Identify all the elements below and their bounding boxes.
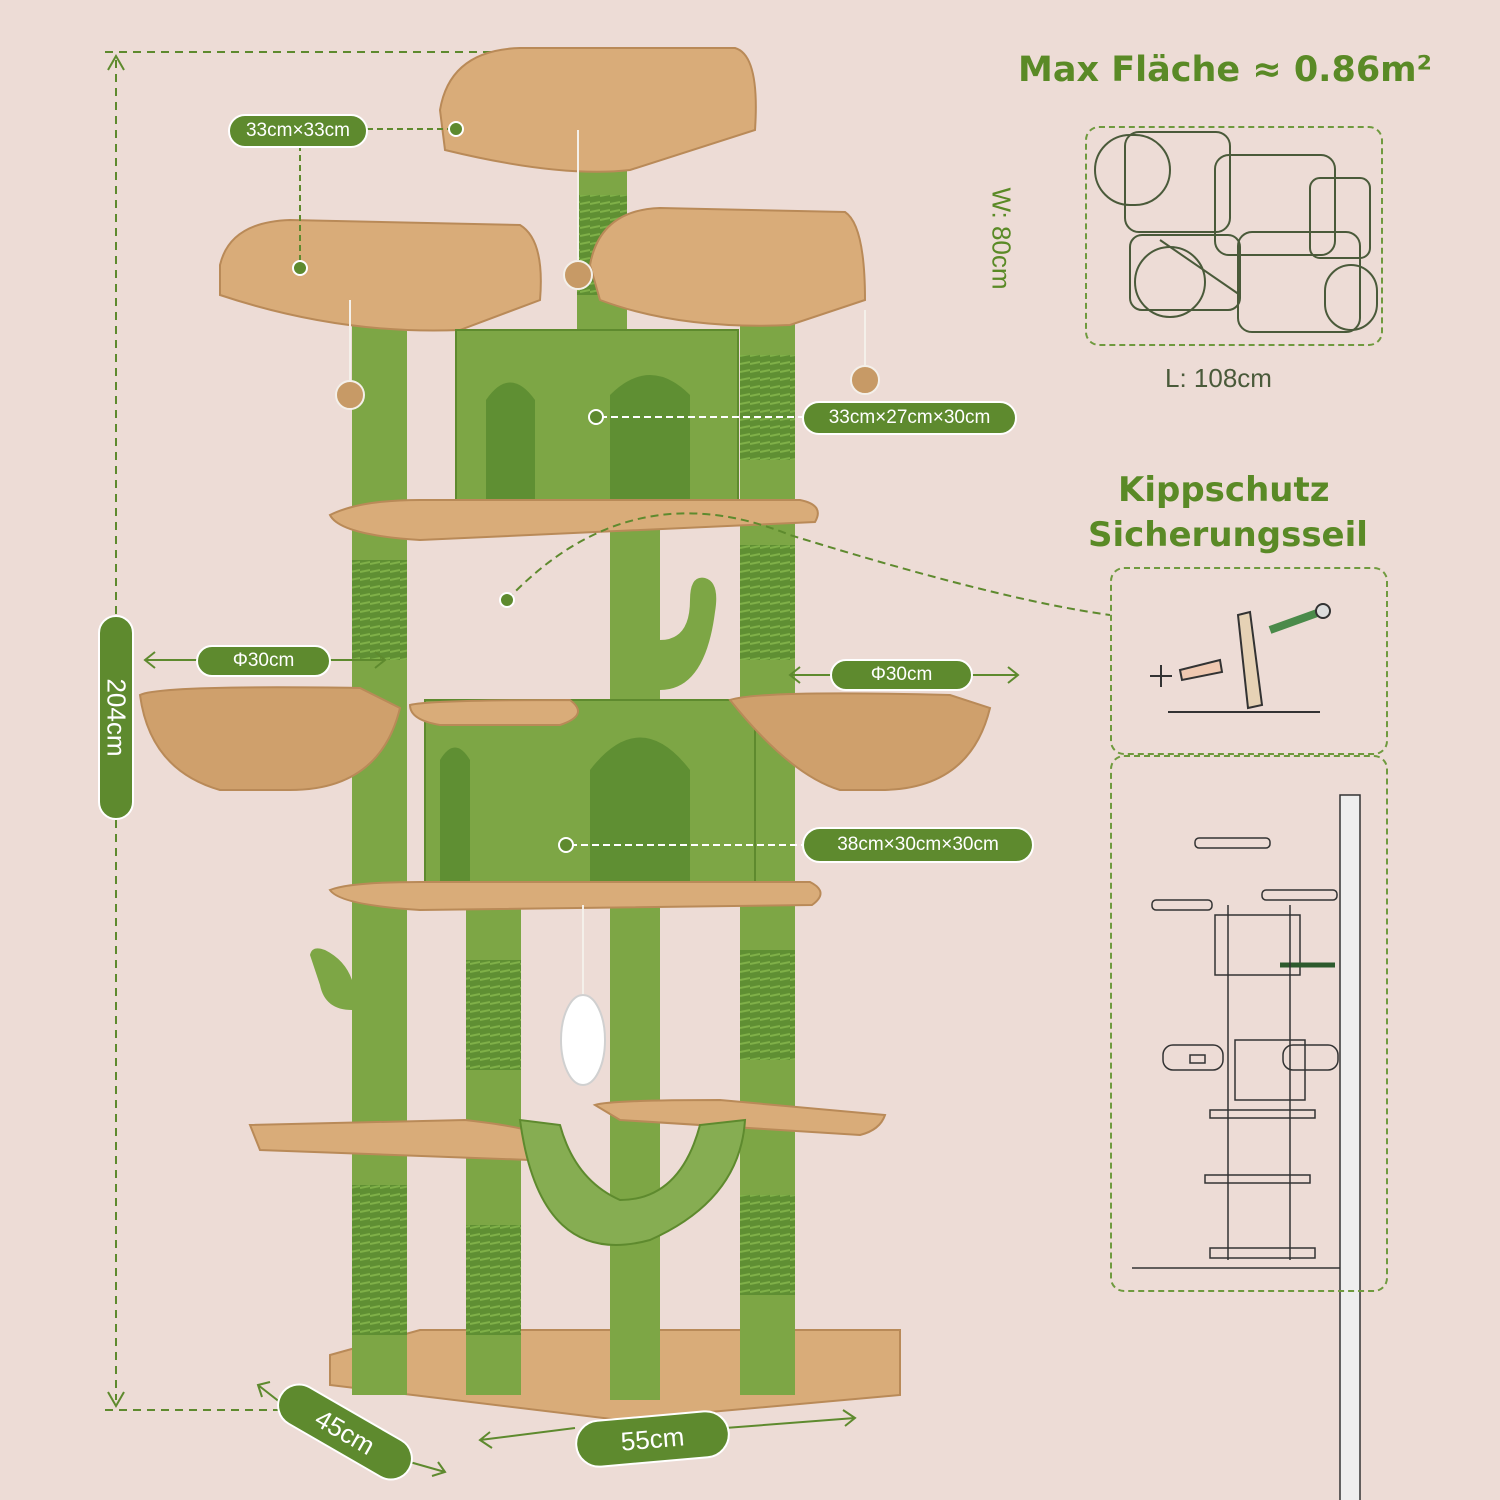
wall-mount-illustration (1132, 794, 1361, 1500)
top-perches (219, 47, 867, 332)
lower-condo-size: 38cm×30cm×30cm (802, 827, 1034, 863)
safety-heading-line2: Sicherungsseil (1088, 515, 1368, 555)
dangling-toys (335, 130, 880, 1086)
height-label: 204cm (98, 615, 134, 820)
wall-mount-box (1110, 755, 1388, 1292)
basket-right-size: Φ30cm (830, 659, 973, 691)
lower-condo-shape (248, 698, 887, 1246)
area-length-label: L: 108cm (1165, 363, 1272, 393)
footprint-box (1085, 126, 1383, 346)
dimension-connectors (143, 121, 1111, 1477)
upper-condo-size: 33cm×27cm×30cm (802, 401, 1017, 435)
anchor-kit-illustration (1150, 603, 1331, 713)
top-perch-size: 33cm×33cm (228, 114, 368, 148)
area-heading: Max Fläche ≈ 0.86m² (1018, 50, 1432, 90)
area-width-label: W: 80cm (986, 187, 1017, 290)
safety-heading-line1: Kippschutz (1118, 470, 1330, 510)
anchor-kit-box (1110, 567, 1388, 755)
posts (310, 140, 795, 1400)
baskets (138, 686, 992, 791)
height-value: 204cm (101, 678, 132, 757)
basket-left-size: Φ30cm (196, 645, 331, 677)
footprint-diagram (1094, 131, 1378, 333)
